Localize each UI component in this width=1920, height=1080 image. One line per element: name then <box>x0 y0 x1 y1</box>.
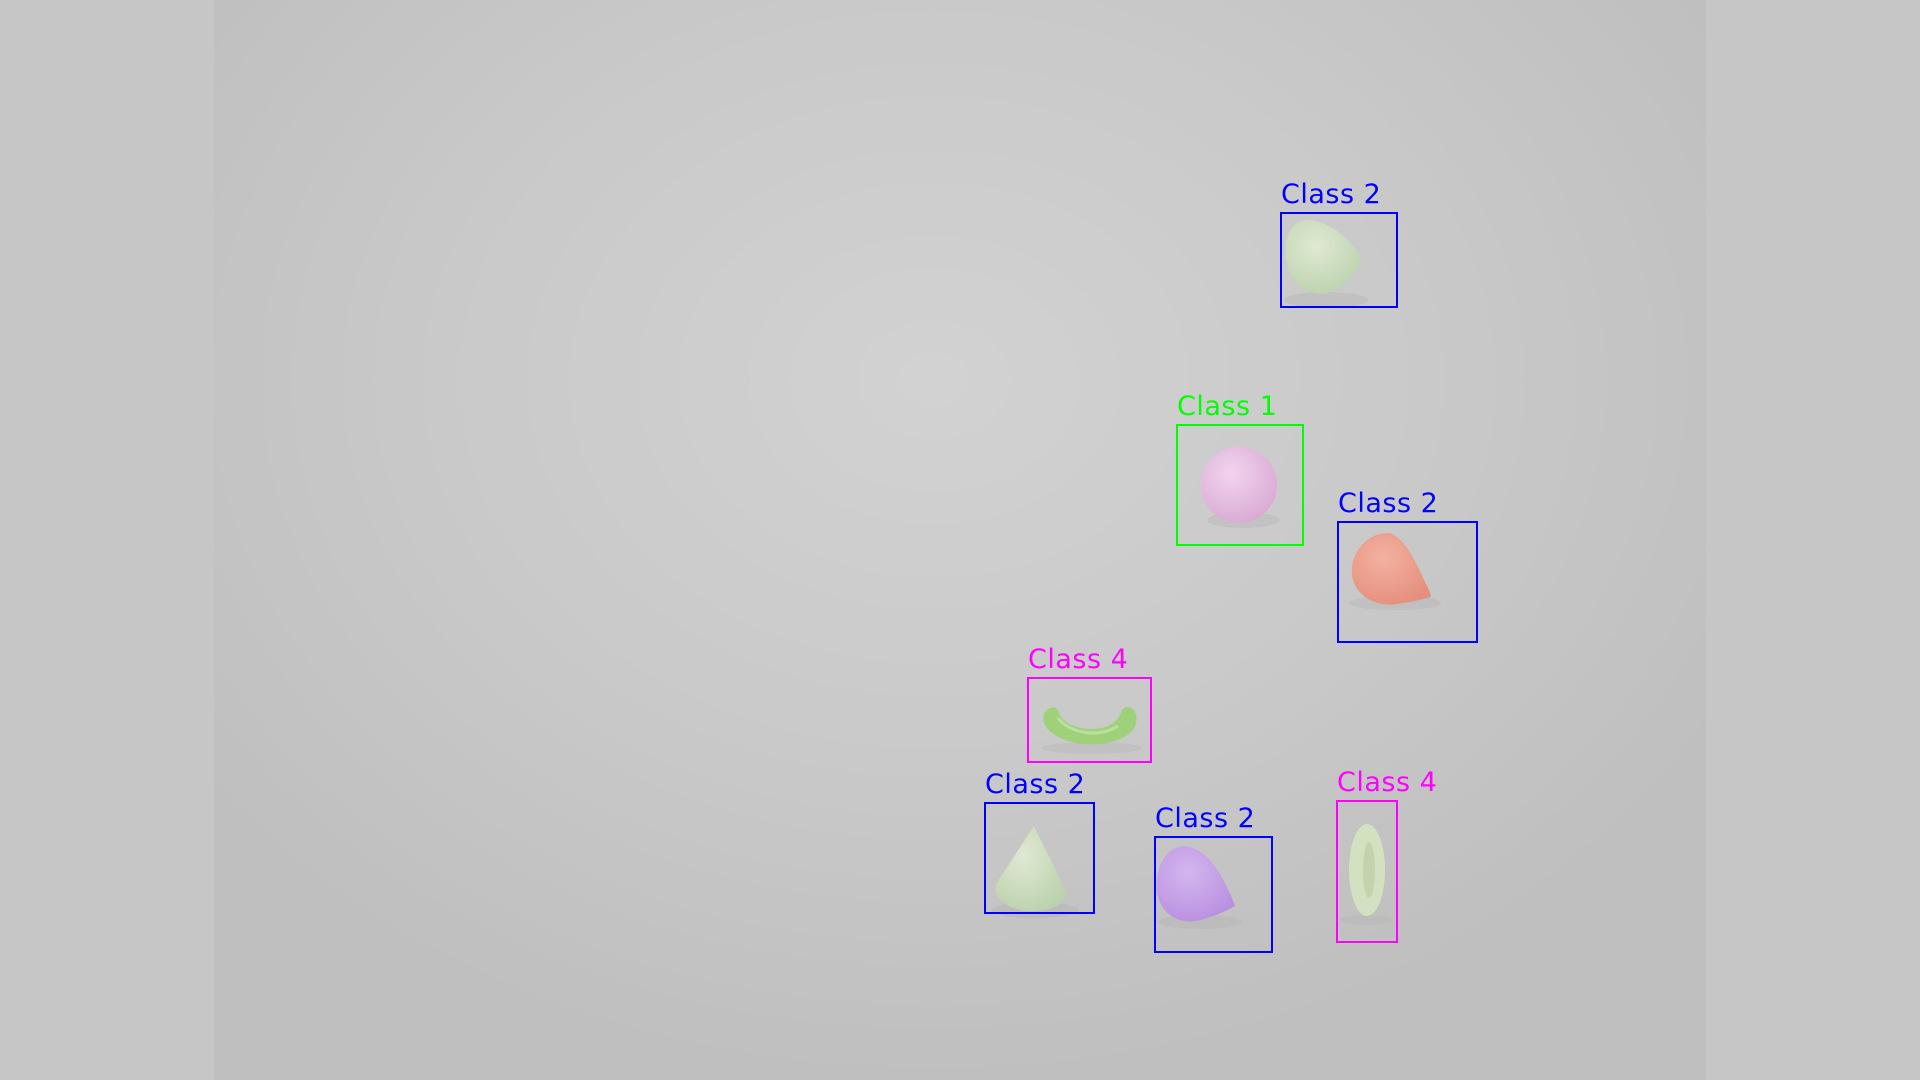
scene-background <box>214 0 1706 1080</box>
pink-sphere-object <box>1201 447 1279 528</box>
green-torus-object <box>1042 707 1142 754</box>
detection-label: Class 2 <box>1155 803 1256 834</box>
bounding-box <box>1336 800 1398 943</box>
bounding-box <box>1027 677 1152 763</box>
detection-label: Class 2 <box>1338 488 1439 519</box>
salmon-cone-object <box>1349 532 1441 610</box>
bounding-box <box>1154 836 1273 953</box>
detection-label: Class 2 <box>985 769 1086 800</box>
bounding-box <box>1337 521 1478 643</box>
bounding-box <box>1280 212 1398 308</box>
right-border <box>1706 0 1920 1080</box>
detection-label: Class 4 <box>1337 767 1438 798</box>
detection-label: Class 1 <box>1177 391 1278 422</box>
left-border <box>0 0 214 1080</box>
green-cone-object <box>1284 219 1368 308</box>
green-torus-object-2 <box>1341 824 1393 925</box>
purple-cone-object <box>1156 846 1242 929</box>
bounding-box <box>1176 424 1304 546</box>
bounding-box <box>984 802 1095 914</box>
detection-label: Class 4 <box>1028 644 1129 675</box>
green-cone-object-2 <box>991 826 1079 918</box>
detection-label: Class 2 <box>1281 179 1382 210</box>
